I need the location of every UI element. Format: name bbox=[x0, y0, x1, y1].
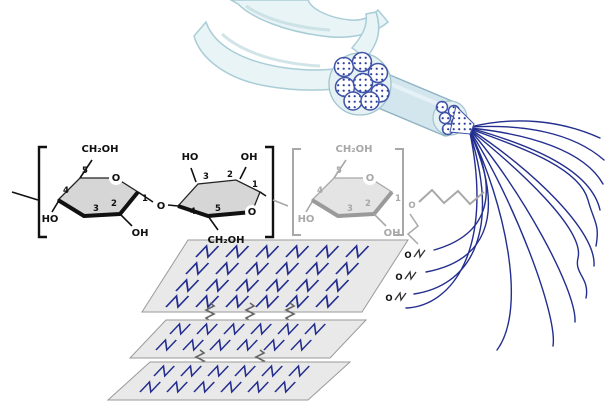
gray-c2: 2 bbox=[365, 199, 371, 209]
ring-b-ho-label: HO bbox=[182, 152, 199, 163]
gray-c1: 1 bbox=[395, 194, 401, 204]
ring-b-c4: 4 bbox=[190, 207, 196, 217]
sheet-oxygen-label-2: O bbox=[395, 273, 402, 283]
ring-a-c2: 2 bbox=[111, 199, 117, 209]
gray-c4: 4 bbox=[317, 186, 323, 196]
ring-a-ho-label: HO bbox=[42, 214, 59, 225]
polymer-chain-lines bbox=[405, 120, 605, 351]
sheet-layer-1 bbox=[141, 239, 409, 313]
gray-ch2oh-label: CH₂OH bbox=[336, 144, 373, 155]
left-bracket bbox=[37, 145, 47, 239]
gray-c3: 3 bbox=[347, 204, 353, 214]
gray-glycosidic-oxygen-label: O bbox=[408, 201, 415, 211]
ring-b-c2: 2 bbox=[227, 170, 233, 180]
ring-b-c5: 5 bbox=[215, 204, 221, 214]
gray-ho-label: HO bbox=[298, 214, 315, 225]
ribbon-upper-fold bbox=[229, 0, 390, 38]
ring-a-ch2oh-label: CH₂OH bbox=[82, 144, 119, 155]
chain-end-zigzag-3 bbox=[394, 292, 407, 301]
gray-oh-label: OH bbox=[384, 228, 401, 239]
gray-link-to-sheets bbox=[406, 213, 420, 245]
ring-b-c3: 3 bbox=[203, 172, 209, 182]
gray-chain-continuation bbox=[418, 188, 485, 206]
chain-end-zigzag-2 bbox=[404, 271, 417, 280]
sheet-oxygen-label-3: O bbox=[385, 294, 392, 304]
right-bracket bbox=[265, 145, 275, 239]
chain-end-zigzag-1 bbox=[413, 249, 426, 258]
chain-continuation-bond-left bbox=[11, 191, 39, 201]
ring-b-c1: 1 bbox=[252, 180, 258, 190]
ring-a-c1: 1 bbox=[142, 194, 148, 204]
ring-b-ch2oh-label: CH₂OH bbox=[208, 235, 245, 246]
sheet-layer-2 bbox=[128, 319, 368, 359]
ring-b-oxygen-label: O bbox=[248, 207, 257, 218]
gray-ring-oxygen-label: O bbox=[366, 173, 375, 184]
ring-a-c4: 4 bbox=[63, 186, 69, 196]
fiber-tip bbox=[449, 105, 475, 135]
ring-a-c3: 3 bbox=[93, 204, 99, 214]
ring-a-c5: 5 bbox=[82, 166, 88, 176]
microfibril-bundle-left bbox=[328, 51, 392, 116]
cellulose-repeat-unit-gray: O CH₂OH HO OH 4 5 3 2 1 O bbox=[272, 144, 485, 245]
ring-a-oh-label: OH bbox=[132, 228, 149, 239]
sheet-layer-3 bbox=[106, 361, 352, 401]
sheet-oxygen-labels: O O O bbox=[385, 249, 426, 304]
ring-a-oxygen-label: O bbox=[112, 173, 121, 184]
ring-b-oh-label: OH bbox=[241, 152, 258, 163]
glycosidic-oxygen-label: O bbox=[157, 201, 166, 212]
gray-c5: 5 bbox=[336, 166, 342, 176]
ribbon-fold-connector bbox=[350, 11, 380, 60]
cellulose-repeat-unit-dark: O CH₂OH HO OH 4 5 3 2 1 O O HO OH CH₂OH … bbox=[11, 144, 275, 246]
gray-left-bracket bbox=[292, 148, 301, 236]
gray-right-bracket bbox=[395, 148, 404, 236]
sheet-oxygen-label-1: O bbox=[404, 251, 411, 261]
stacked-sheets bbox=[106, 239, 409, 401]
